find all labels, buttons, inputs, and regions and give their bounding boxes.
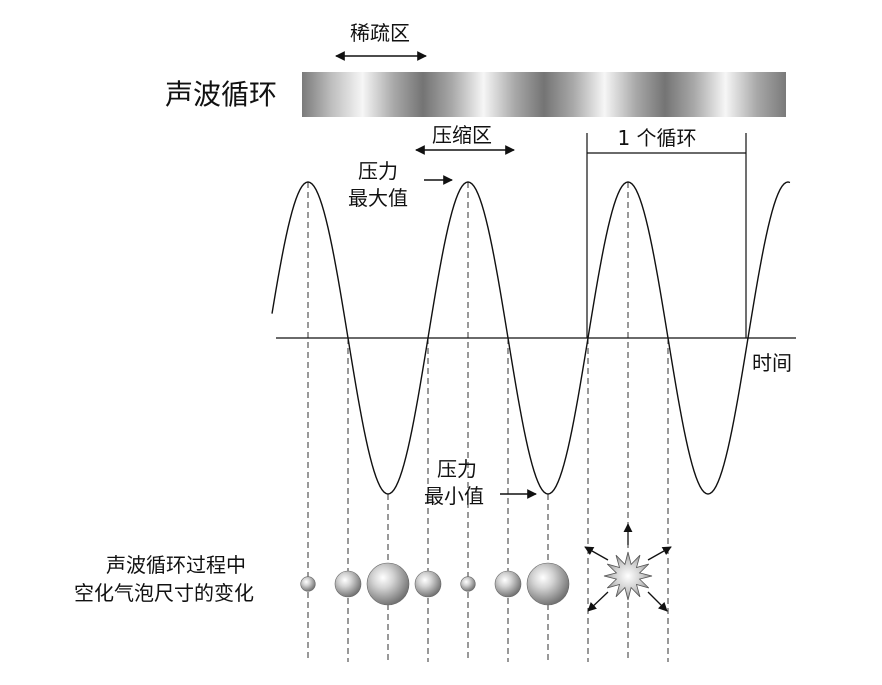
bubble-caption-line2: 空化气泡尺寸的变化 [74,581,254,605]
pressure-max-label-line1: 压力 [358,159,398,183]
pressure-max-label-line2: 最大值 [348,186,408,210]
burst-icon [584,523,672,612]
bubble-row [300,562,570,606]
pressure-band [302,72,786,117]
pressure-min-label-line2: 最小值 [424,484,484,508]
bubble-large [366,562,410,606]
bubble-growing [334,570,362,598]
bubble-large [526,562,570,606]
one-cycle-label: 1 个循环 [617,126,696,150]
bubble-small [460,576,476,592]
bubble-small [300,576,316,592]
bubble-caption-line1: 声波循环过程中 [106,553,246,577]
time-axis-label: 时间 [752,351,792,375]
bubble-growing [494,570,522,598]
sound-cycle-label: 声波循环 [165,78,277,111]
pressure-wave [271,181,791,495]
sparse-zone-label: 稀疏区 [350,21,410,45]
compression-zone-label: 压缩区 [432,123,492,147]
bubble-shrinking [414,570,442,598]
pressure-min-label-line1: 压力 [437,457,477,481]
